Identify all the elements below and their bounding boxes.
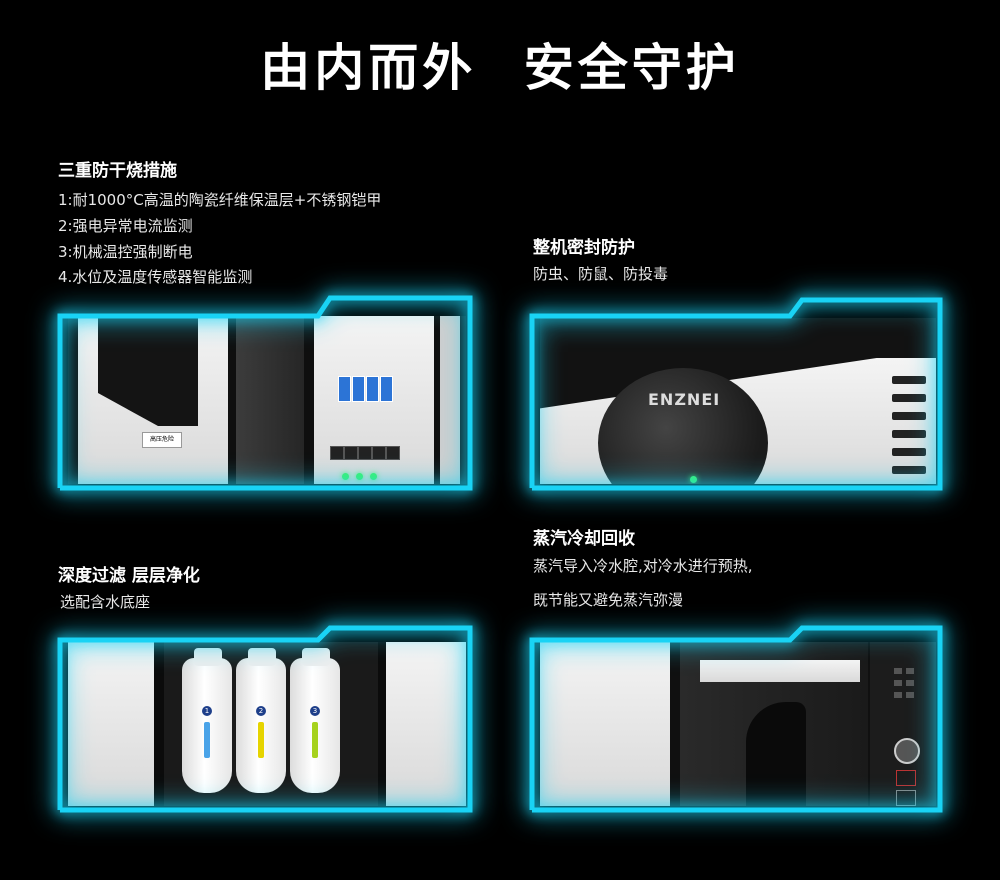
control-knob — [894, 738, 920, 764]
steam-cooling-image — [540, 642, 936, 806]
sealed-unit-image: ENZNEI — [540, 318, 936, 484]
dry-burn-line-3: 3:机械温控强制断电 — [58, 243, 193, 261]
dry-burn-line-2: 2:强电异常电流监测 — [58, 217, 193, 235]
filter-number-1: 1 — [202, 706, 212, 716]
brand-logo: ENZNEI — [648, 390, 721, 409]
dry-burn-line-4: 4.水位及温度传感器智能监测 — [58, 268, 253, 286]
filter-number-2: 2 — [256, 706, 266, 716]
filter-cartridges-image: 1 2 3 — [68, 642, 466, 806]
seal-title: 整机密封防护 — [533, 238, 635, 258]
dry-burn-line-1: 1:耐1000°C高温的陶瓷纤维保温层+不锈钢铠甲 — [58, 191, 382, 209]
seal-line-1: 防虫、防鼠、防投毒 — [533, 265, 669, 283]
steam-title: 蒸汽冷却回收 — [533, 529, 635, 549]
page-title: 由内而外 安全守护 — [260, 39, 740, 97]
filter-title: 深度过滤 层层净化 — [58, 566, 200, 586]
dry-burn-title: 三重防干烧措施 — [58, 161, 177, 181]
warning-sticker: 高压危险 — [142, 432, 182, 448]
steam-line-1: 蒸汽导入冷水腔,对冷水进行预热, — [533, 557, 753, 575]
filter-number-3: 3 — [310, 706, 320, 716]
filter-line-1: 选配含水底座 — [60, 593, 151, 611]
steam-line-2: 既节能又避免蒸汽弥漫 — [533, 591, 684, 609]
control-box-image: 高压危险 — [68, 316, 466, 484]
